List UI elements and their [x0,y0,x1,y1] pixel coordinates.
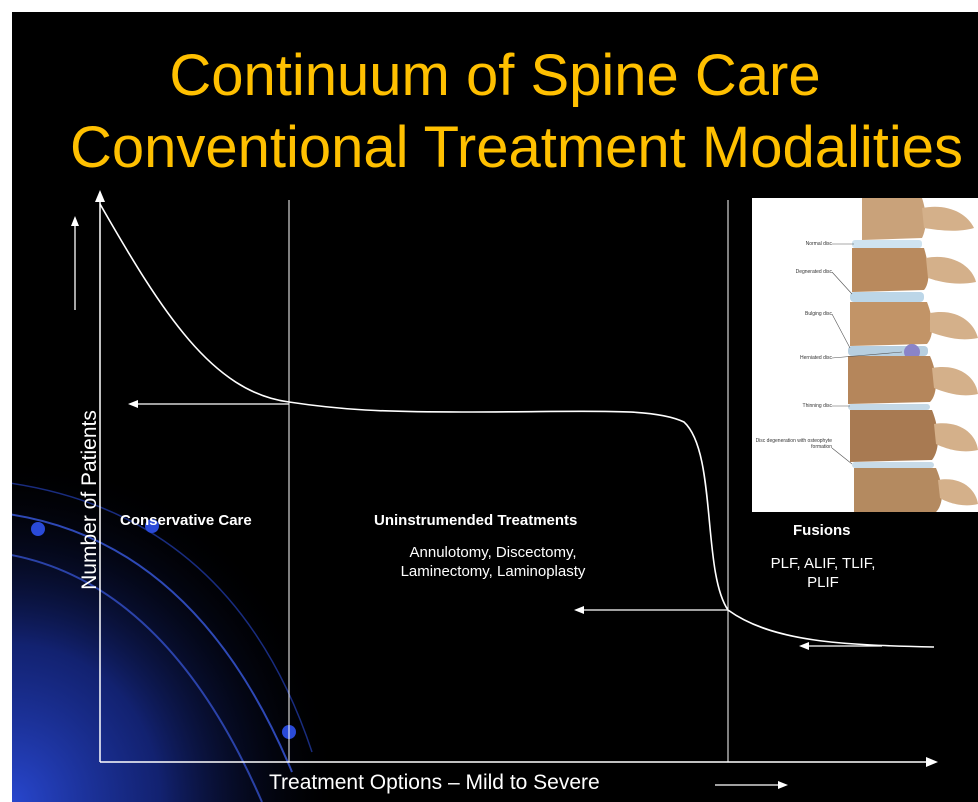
arrow-uninstrumented-head [574,606,584,614]
fusions-line-1: PLF, ALIF, TLIF, [753,554,893,573]
fusions-line-2: PLIF [753,573,893,592]
arrow-fusions-head [799,642,809,650]
x-axis-label: Treatment Options – Mild to Severe [269,771,600,795]
spine-label-bulging-disc: Bulging disc [754,311,832,317]
y-axis-arrowhead [95,190,105,202]
spine-label-herniated-disc: Herniated disc [754,355,832,361]
y-label-arrowhead [71,216,79,226]
arrow-conservative-head [128,400,138,408]
spine-label-disc-degeneration: Disc degeneration with osteophyte format… [754,438,832,450]
y-axis-label: Number of Patients [78,410,102,590]
spine-label-normal-disc: Normal disc [754,241,832,247]
conservative-care-title: Conservative Care [120,512,252,529]
uninstrumented-line-2: Laminectomy, Laminoplasty [388,562,598,581]
uninstrumented-line-1: Annulotomy, Discectomy, [388,543,598,562]
uninstrumented-title: Uninstrumended Treatments [374,512,577,529]
spine-label-degnerated-disc: Degnerated disc [754,269,832,275]
fusions-title: Fusions [793,522,851,539]
x-axis-arrowhead [926,757,938,767]
spine-label-thinning-disc: Thinning disc [754,403,832,409]
slide: Continuum of Spine Care Conventional Tre… [12,12,978,802]
x-label-arrowhead [778,781,788,789]
spine-illustration: Normal disc Degnerated disc Bulging disc… [752,198,978,512]
